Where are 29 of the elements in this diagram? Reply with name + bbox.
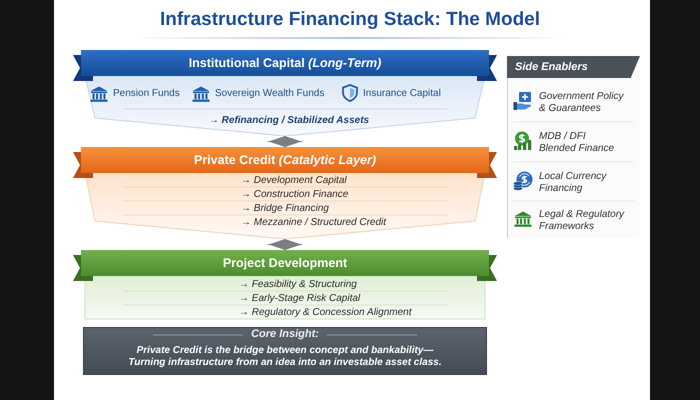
double-arrow [267,136,303,147]
fund-label: Pension Funds [113,88,180,99]
tier-panel [73,50,497,136]
panel-heading: Side Enablers [507,56,640,78]
list-item: → Feasibility & Structuring [239,279,357,290]
list-item: → Bridge Financing [241,203,329,214]
note-text: → Refinancing / Stabilized Assets [208,115,370,126]
tier-panel [73,250,497,320]
enabler-label: MDB / DFI Blended Finance [539,131,616,155]
tier-panel [73,147,497,239]
list-item: → Development Capital [241,175,347,186]
enabler-label: Legal & Regulatory Frameworks [539,209,626,233]
fund-label: Insurance Capital [363,88,441,99]
tier-heading: Project Development [222,256,348,270]
page-title: Infrastructure Financing Stack: The Model [160,9,540,31]
tier-heading: Private Credit (Catalytic Layer) [194,153,376,167]
list-item: → Early-Stage Risk Capital [239,293,360,304]
enabler-label: Local Currency Financing [539,171,608,195]
sidebar-panel [507,56,640,238]
fund-label: Sovereign Wealth Funds [215,88,324,99]
double-arrow [267,239,303,250]
insight-box [83,327,487,375]
list-item: → Mezzanine / Structured Credit [241,217,386,228]
enabler-label: Government Policy & Guarantees [539,91,625,115]
insight-heading: Core Insight: [251,328,319,340]
list-item: → Construction Finance [241,189,348,200]
tier-heading: Institutional Capital (Long-Term) [188,56,382,70]
list-item: → Regulatory & Concession Alignment [239,307,412,318]
insight-text: Private Credit is the bridge between concept and bankability— Turning infrastructure from an idea into an investable asset class. [127,345,443,369]
